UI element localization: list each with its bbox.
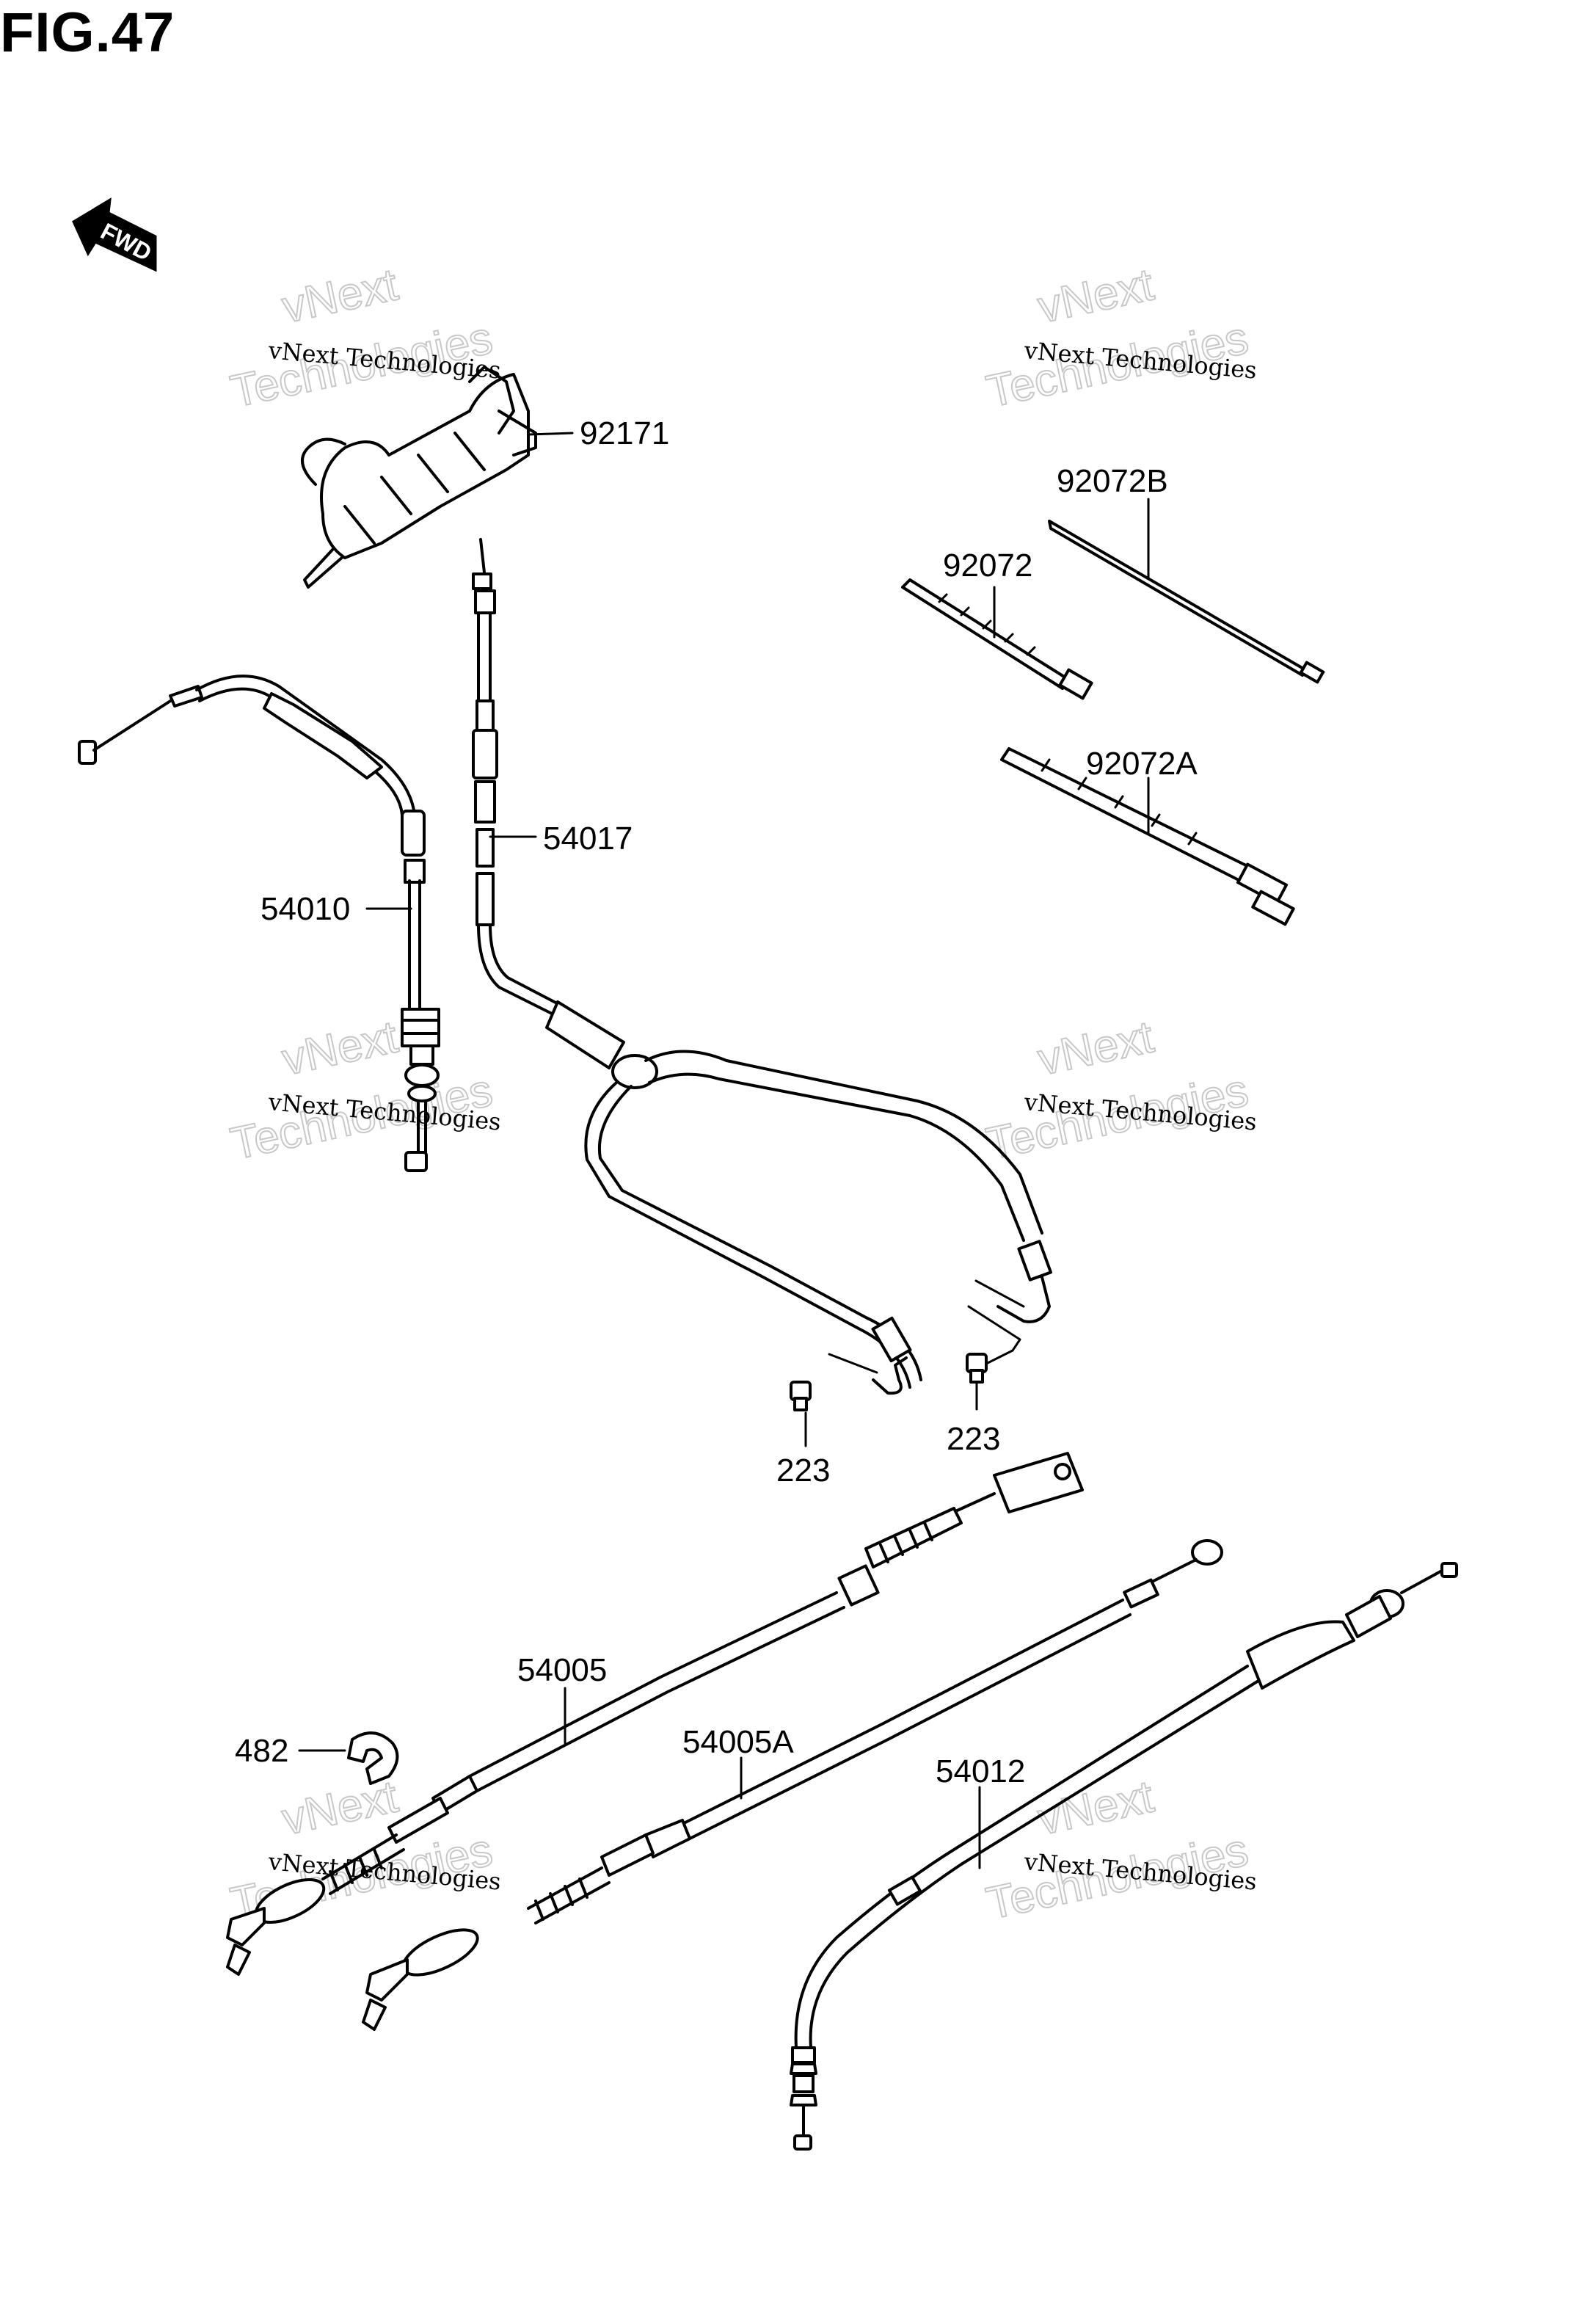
callout-92072: 92072 bbox=[943, 548, 1032, 584]
part-54005a-cable bbox=[362, 1539, 1223, 2031]
part-482-clip bbox=[347, 1731, 399, 1785]
watermark-mid-left: vNext Technologies vNext Technologies bbox=[226, 1011, 503, 1170]
watermark-bottom-right: vNext Technologies vNext Technologies bbox=[982, 1770, 1258, 1930]
part-92072-cable-tie bbox=[901, 578, 1093, 700]
callout-223-left: 223 bbox=[776, 1453, 830, 1488]
part-92171-bracket bbox=[301, 366, 537, 589]
part-54017-cable bbox=[472, 538, 1052, 1395]
callout-54005a: 54005A bbox=[682, 1724, 794, 1760]
part-223-screw-right bbox=[966, 1353, 988, 1384]
callout-92171: 92171 bbox=[580, 415, 669, 451]
callout-482: 482 bbox=[235, 1733, 288, 1769]
svg-text:vNext: vNext bbox=[278, 259, 402, 332]
callout-54005: 54005 bbox=[517, 1652, 607, 1688]
part-92072b-cable-tie bbox=[1048, 520, 1325, 684]
svg-text:vNext: vNext bbox=[278, 1011, 402, 1085]
part-54005-cable bbox=[226, 1452, 1084, 1976]
callout-92072b: 92072B bbox=[1057, 463, 1168, 499]
watermark-top-left: vNext Technologies vNext Technologies bbox=[226, 258, 503, 418]
part-54010-cable bbox=[78, 675, 440, 1172]
part-92072a-cable-tie bbox=[1000, 747, 1295, 926]
watermark-top-right: vNext Technologies vNext Technologies bbox=[982, 258, 1258, 418]
callout-92072a: 92072A bbox=[1086, 746, 1198, 782]
leader-92171 bbox=[527, 432, 574, 436]
callout-223-right: 223 bbox=[947, 1421, 1000, 1457]
fwd-arrow-icon: FWD bbox=[72, 197, 157, 272]
svg-text:vNext: vNext bbox=[278, 1771, 402, 1844]
part-54012-cable bbox=[790, 1562, 1458, 2151]
callout-54017: 54017 bbox=[543, 821, 633, 857]
figure-title: FIG.47 bbox=[0, 1, 175, 64]
watermark-mid-right: vNext Technologies vNext Technologies bbox=[982, 1011, 1258, 1170]
callout-54012: 54012 bbox=[936, 1753, 1025, 1789]
part-223-screw-left bbox=[790, 1381, 812, 1411]
svg-text:vNext: vNext bbox=[1034, 1011, 1158, 1085]
callout-54010: 54010 bbox=[260, 891, 350, 927]
svg-text:vNext: vNext bbox=[1034, 259, 1158, 332]
